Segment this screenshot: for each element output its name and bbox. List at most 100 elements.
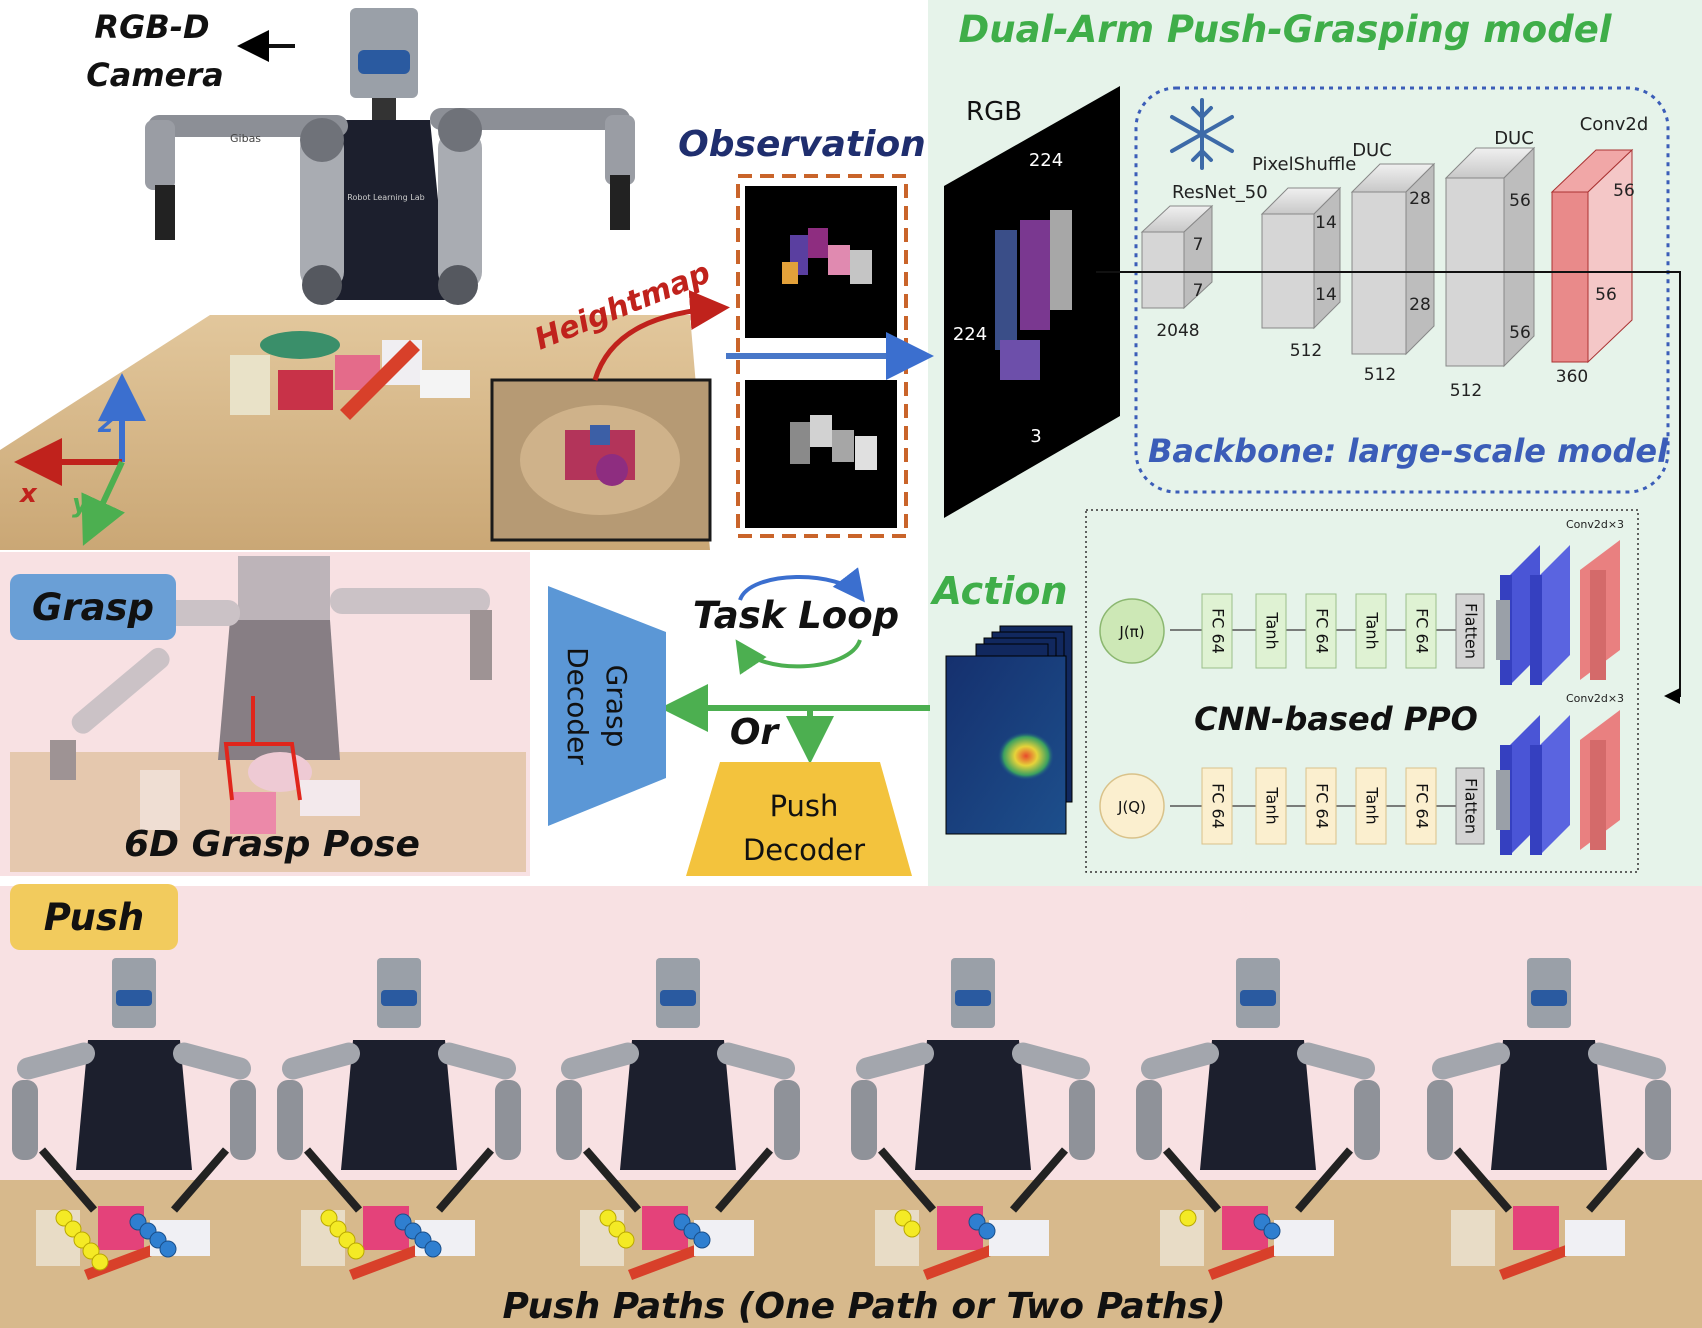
- ppo-top-layer-flatten-text: Flatten: [1462, 603, 1481, 659]
- push-badge: [10, 884, 178, 950]
- push-frame-5-right-forearm: [1354, 1080, 1380, 1160]
- push-decoder-label-1: Push: [770, 789, 839, 823]
- backbone-label: Backbone: large-scale model: [1148, 432, 1669, 470]
- rgb-input-size-top: 224: [1029, 150, 1063, 171]
- ppo-conv-stack-bottom: [1496, 710, 1620, 855]
- conv2d-dim-2: 56: [1595, 285, 1617, 305]
- ppo-bottom-output: J(Q): [1117, 798, 1146, 816]
- duc1-dim-2: 28: [1409, 295, 1431, 315]
- push-frame-2-yellow-path-point: [320, 1209, 338, 1227]
- action-heatmap-stack: [945, 625, 1073, 835]
- axis-z-label: z: [97, 409, 114, 439]
- ppo-top-layer-fc-2-text: FC 64: [1313, 608, 1332, 654]
- ppo-bottom-layer-fc-1-text: FC 64: [1209, 783, 1228, 829]
- rgb-input-size-left: 224: [953, 324, 987, 345]
- push-frame-5-object-red: [1208, 1240, 1292, 1280]
- push-frame-3-right-upper-arm: [716, 1042, 796, 1080]
- resnet-dim-1: 7: [1193, 235, 1204, 255]
- snowflake-icon: [1170, 98, 1234, 170]
- backbone-box: [1134, 86, 1670, 494]
- push-frame-2-object-red: [349, 1240, 433, 1280]
- ppo-top-layer-fc-2: FC 64: [1305, 593, 1337, 669]
- chest-text: Robot Learning Lab: [347, 193, 424, 202]
- ppo-top-layer-tanh-1-text: Tanh: [1263, 611, 1282, 649]
- heightmap-arrow: [592, 290, 730, 381]
- ppo-top-output: J(π): [1118, 623, 1144, 641]
- push-frame-4-right-forearm: [1069, 1080, 1095, 1160]
- push-frame-6-right-upper-arm: [1587, 1042, 1667, 1080]
- ppo-bottom-layer-fc-2: FC 64: [1305, 767, 1337, 845]
- task-loop-label: Task Loop: [693, 594, 899, 637]
- push-frame-2-yellow-path-point: [329, 1220, 347, 1238]
- push-frame-1-yellow-path-point: [64, 1220, 82, 1238]
- push-frame-5-blue-path-point: [1263, 1222, 1281, 1240]
- ppo-bottom-layer-fc-3: FC 64: [1405, 767, 1437, 845]
- push-frame-2-torso: [341, 1040, 457, 1170]
- push-frame-4-left-gripper: [877, 1147, 937, 1213]
- push-frame-6-torso: [1491, 1040, 1607, 1170]
- push-frame-6-object-red: [1499, 1240, 1583, 1280]
- grasp-badge: [10, 574, 176, 640]
- ppo-bottom-layer-fc-2-text: FC 64: [1313, 783, 1332, 829]
- push-frame-3-torso: [620, 1040, 736, 1170]
- ppo-conv-label-bottom: Conv2d×3: [1566, 692, 1624, 705]
- ppo-bottom-layer-tanh-2-text: Tanh: [1363, 786, 1382, 824]
- conv2d-channels: 360: [1556, 367, 1588, 387]
- push-frame-4-visor: [955, 990, 991, 1006]
- ppo-bottom-layer-tanh-1: Tanh: [1255, 767, 1287, 845]
- push-frame-4-right-upper-arm: [1011, 1042, 1091, 1080]
- ppo-bottom-layer-fc-1: FC 64: [1201, 767, 1233, 845]
- backbone-flow-line: [1096, 271, 1681, 704]
- push-frame-1-torso: [76, 1040, 192, 1170]
- model-title: Dual-Arm Push-Grasping model: [959, 8, 1613, 51]
- push-frame-2-left-upper-arm: [281, 1042, 361, 1080]
- grasp-decoder-label-2: Decoder: [561, 647, 594, 765]
- push-frame-1-yellow-path-point: [55, 1209, 73, 1227]
- push-frame-6-right-forearm: [1645, 1080, 1671, 1160]
- push-frame-5-right-upper-arm: [1296, 1042, 1376, 1080]
- rgb-input-name: RGB: [966, 97, 1022, 127]
- grasp-decoder-label-1: Grasp: [600, 665, 633, 748]
- grasp-decoder-shape: [548, 586, 666, 826]
- rgbd-camera-label-1: RGB-D: [94, 8, 209, 46]
- ppo-conv-label-top: Conv2d×3: [1566, 518, 1624, 531]
- push-frame-4-yellow-path-point: [894, 1209, 912, 1227]
- push-frame-3-yellow-path-point: [617, 1231, 635, 1249]
- push-frame-3-yellow-path-point: [608, 1220, 626, 1238]
- resnet-label: ResNet_50: [1172, 182, 1268, 203]
- grasp-badge-label: Grasp: [32, 586, 154, 629]
- push-frame-3-left-upper-arm: [560, 1042, 640, 1080]
- ppo-top-layer-tanh-2: Tanh: [1355, 593, 1387, 669]
- push-frame-4-left-forearm: [851, 1080, 877, 1160]
- push-frame-4-object-red: [923, 1240, 1007, 1280]
- observation-label: Observation: [678, 124, 926, 165]
- push-frame-3-visor: [660, 990, 696, 1006]
- push-frame-1-right-upper-arm: [172, 1042, 252, 1080]
- push-frame-3-right-forearm: [774, 1080, 800, 1160]
- observation-rgb-objects: [782, 228, 872, 284]
- pixelshuffle-channels: 512: [1290, 341, 1322, 361]
- push-frame-4-object-white: [989, 1220, 1049, 1256]
- ppo-top-layer-fc-3-text: FC 64: [1413, 608, 1432, 654]
- push-frame-2-visor: [381, 990, 417, 1006]
- action-label: Action: [929, 569, 1067, 613]
- ppo-top-layer-flatten: Flatten: [1455, 593, 1485, 669]
- push-frame-1-right-forearm: [230, 1080, 256, 1160]
- push-frame-6-object-white: [1565, 1220, 1625, 1256]
- ppo-top-layer-fc-3: FC 64: [1405, 593, 1437, 669]
- duc1-dim-1: 28: [1409, 189, 1431, 209]
- duc2-dim-2: 56: [1509, 323, 1531, 343]
- grasp-pose-marker: [223, 742, 302, 801]
- resnet-block: [1140, 204, 1214, 310]
- push-frame-5-right-gripper: [1294, 1147, 1354, 1213]
- arm-text: Gibas: [230, 132, 261, 145]
- push-frame-6-right-gripper: [1585, 1147, 1645, 1213]
- ppo-bottom-layer-flatten-text: Flatten: [1462, 778, 1481, 834]
- push-frame-2-left-gripper: [303, 1147, 363, 1213]
- rgb-input-objects: [995, 210, 1072, 380]
- camera-view-inset: [490, 378, 712, 542]
- push-frame-2-yellow-path-point: [347, 1242, 365, 1260]
- rgbd-camera-label-2: Camera: [86, 56, 224, 94]
- resnet-channels: 2048: [1156, 321, 1199, 341]
